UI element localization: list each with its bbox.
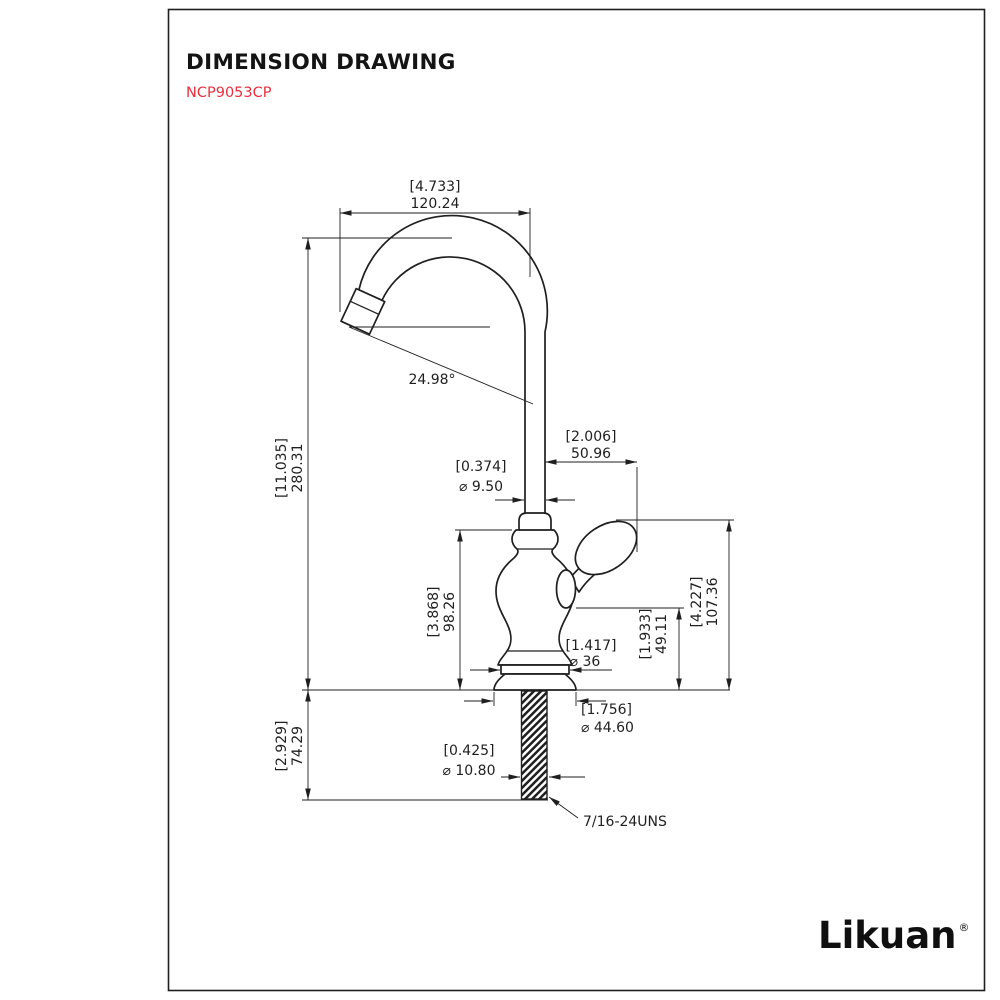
model-number: NCP9053CP <box>186 85 272 101</box>
gooseneck-spout <box>358 214 549 532</box>
top-width-extension-lines <box>339 208 531 312</box>
base-flange <box>493 673 577 691</box>
dim-overall-height-inch: [11.035] <box>274 438 290 498</box>
dim-angle: 24.98° <box>408 372 455 388</box>
dim-top-width-mm: 120.24 <box>411 196 460 212</box>
registered-mark-icon: ® <box>958 921 970 934</box>
dim-under-counter-inch: [2.929] <box>274 720 290 771</box>
threaded-shank <box>520 690 548 800</box>
handle-hub <box>555 569 577 609</box>
dim-spout-dia-inch: [0.374] <box>455 459 506 475</box>
dim-under-counter-mm: 74.29 <box>290 726 306 766</box>
brand-logo: Likuan® <box>818 914 970 957</box>
spout-coupling-nut <box>518 512 552 532</box>
dimension-annotations: 24.98° [4.733] 120.24 [11.035] 280.31 [2… <box>274 179 734 830</box>
dim-shank-dia-mm: ⌀ 10.80 <box>443 763 496 779</box>
dim-handle-height-inch: [1.933] <box>638 608 654 659</box>
body-trim-ring <box>500 664 570 675</box>
dim-shank-dia-inch: [0.425] <box>443 743 494 759</box>
thread-leader-line <box>548 796 579 819</box>
dim-handle-top-inch: [4.227] <box>689 576 705 627</box>
handle-knob <box>574 520 638 576</box>
dim-handle-height-mm: 49.11 <box>654 614 670 654</box>
dim-body-height-inch: [3.868] <box>426 586 442 637</box>
page-title: DIMENSION DRAWING <box>186 50 456 75</box>
brand-logo-text: Likuan <box>818 914 957 957</box>
dim-overall-height-mm: 280.31 <box>290 444 306 493</box>
spout-tip <box>340 287 386 336</box>
dim-body-dia-mm: ⌀ 36 <box>570 654 601 670</box>
spout-tip-band-line <box>349 300 380 315</box>
dim-spout-dia-mm: ⌀ 9.50 <box>459 479 503 495</box>
faucet-body <box>495 529 575 666</box>
sheet-border <box>167 8 986 992</box>
dim-base-dia-inch: [1.756] <box>581 702 632 718</box>
dim-body-height-mm: 98.26 <box>442 592 458 632</box>
dim-body-dia-inch: [1.417] <box>565 638 616 654</box>
dim-base-dia-mm: ⌀ 44.60 <box>581 720 634 736</box>
dim-thread-spec: 7/16-24UNS <box>583 814 667 830</box>
dim-top-width-inch: [4.733] <box>409 179 460 195</box>
faucet-drawing <box>302 214 730 800</box>
base-dia-extension-lines <box>493 692 577 706</box>
body-detail-lines <box>506 548 564 652</box>
dim-reach-inch: [2.006] <box>565 429 616 445</box>
dim-reach-mm: 50.96 <box>571 446 611 462</box>
angle-reference-lines <box>348 326 534 405</box>
dim-handle-top-mm: 107.36 <box>705 577 721 626</box>
